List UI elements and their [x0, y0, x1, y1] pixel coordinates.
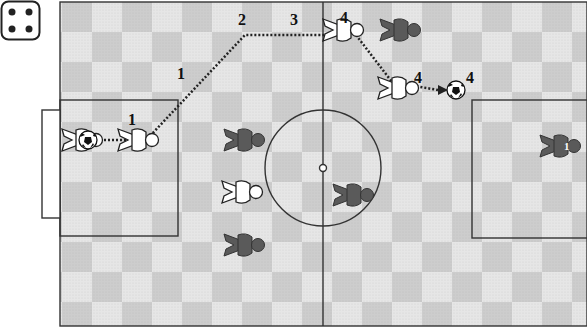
callout-number: 4 [414, 70, 422, 86]
pass-path [100, 35, 438, 140]
callout-number: 3 [290, 12, 298, 28]
players [62, 19, 581, 256]
callout-number: 4 [466, 70, 474, 86]
callout-number: 1 [128, 112, 136, 128]
field-lines [42, 2, 587, 326]
callout-number: 1 [177, 66, 185, 82]
callout-number: 1 [564, 141, 570, 152]
die [2, 2, 40, 40]
callout-number: 2 [238, 12, 246, 28]
callout-number: 4 [340, 10, 348, 26]
